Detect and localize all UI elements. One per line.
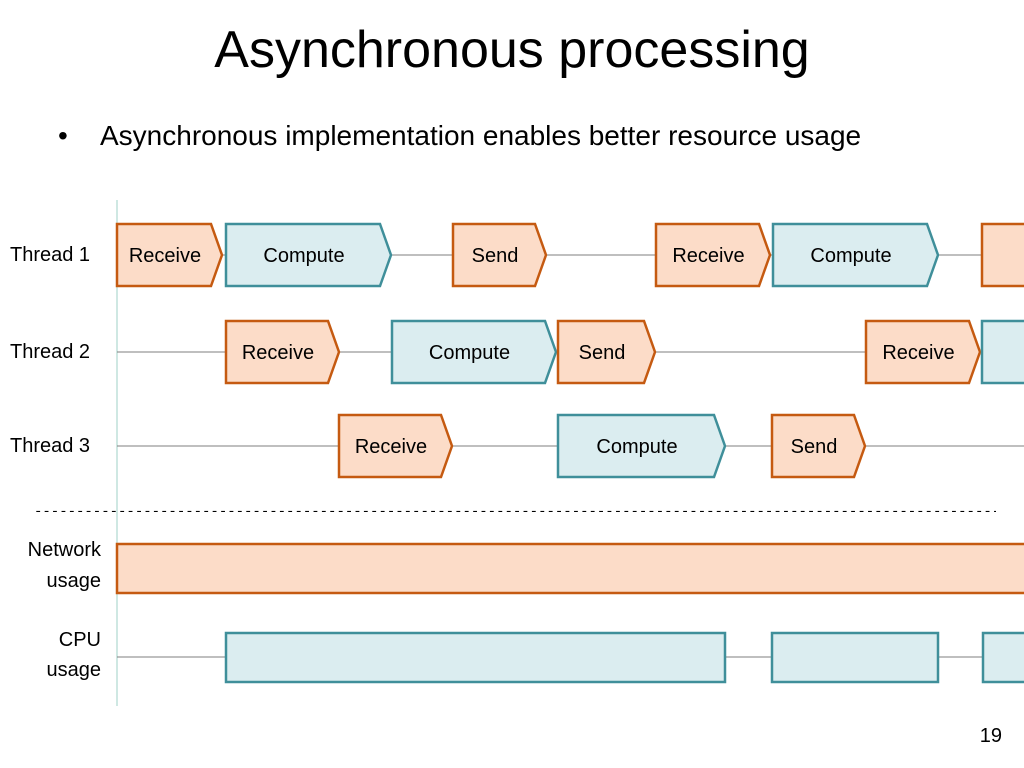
thread-1-block-1-label: Receive	[129, 245, 201, 267]
thread-3-block-3-label: Send	[791, 436, 838, 458]
thread-1-block-5-label: Compute	[810, 245, 891, 267]
thread-2-block-2-cpu	[390, 319, 558, 385]
thread-2-block-1-label: Receive	[242, 342, 314, 364]
cpu-usage-label-line2: usage	[46, 659, 102, 681]
page-number: 19	[979, 725, 1002, 747]
thread-2-block-2-label: Compute	[429, 342, 510, 364]
cpu-usage-bar-1	[224, 631, 727, 684]
network-usage-label-line2: usage	[46, 570, 102, 592]
thread-3-block-1-network	[337, 413, 454, 479]
cpu-usage-label-line1: CPU	[58, 629, 101, 651]
thread-3-block-1-label: Receive	[355, 436, 427, 458]
thread-1-block-6-network	[980, 222, 1024, 288]
thread-3-label: Thread 3	[10, 435, 91, 457]
thread-1-block-2-cpu	[224, 222, 393, 288]
thread-2-label: Thread 2	[10, 341, 91, 363]
bullet-text: Asynchronous implementation enables bett…	[100, 120, 862, 151]
thread-2-block-3-label: Send	[579, 342, 626, 364]
thread-1-block-5-cpu	[771, 222, 940, 288]
network-usage-bar	[115, 542, 1024, 595]
thread-3-block-2-cpu	[556, 413, 727, 479]
bullet-item: • Asynchronous implementation enables bet…	[58, 114, 861, 158]
thread-1-block-4-network	[654, 222, 772, 288]
thread-1-block-2-label: Compute	[263, 245, 344, 267]
thread-1-block-3-network	[451, 222, 548, 288]
thread-2-block-5-cpu	[980, 319, 1024, 385]
thread-3-block-3-network	[770, 413, 867, 479]
cpu-usage-bar-3	[981, 631, 1024, 684]
thread-1-block-3-label: Send	[472, 245, 519, 267]
thread-2-block-4-label: Receive	[882, 342, 954, 364]
thread-3-block-2-label: Compute	[596, 436, 677, 458]
bullet-marker: •	[58, 120, 68, 151]
thread-1-block-1-network	[115, 222, 224, 288]
slide-title: Asynchronous processing	[214, 21, 810, 79]
thread-2-block-3-network	[556, 319, 657, 385]
thread-1-label: Thread 1	[10, 244, 91, 266]
section-separator: ----------------------------------------…	[34, 504, 996, 520]
cpu-usage-bar-2	[770, 631, 940, 684]
network-usage-label-line1: Network	[27, 539, 101, 561]
thread-1-block-4-label: Receive	[672, 245, 744, 267]
thread-2-block-1-network	[224, 319, 341, 385]
thread-2-block-4-network	[864, 319, 982, 385]
